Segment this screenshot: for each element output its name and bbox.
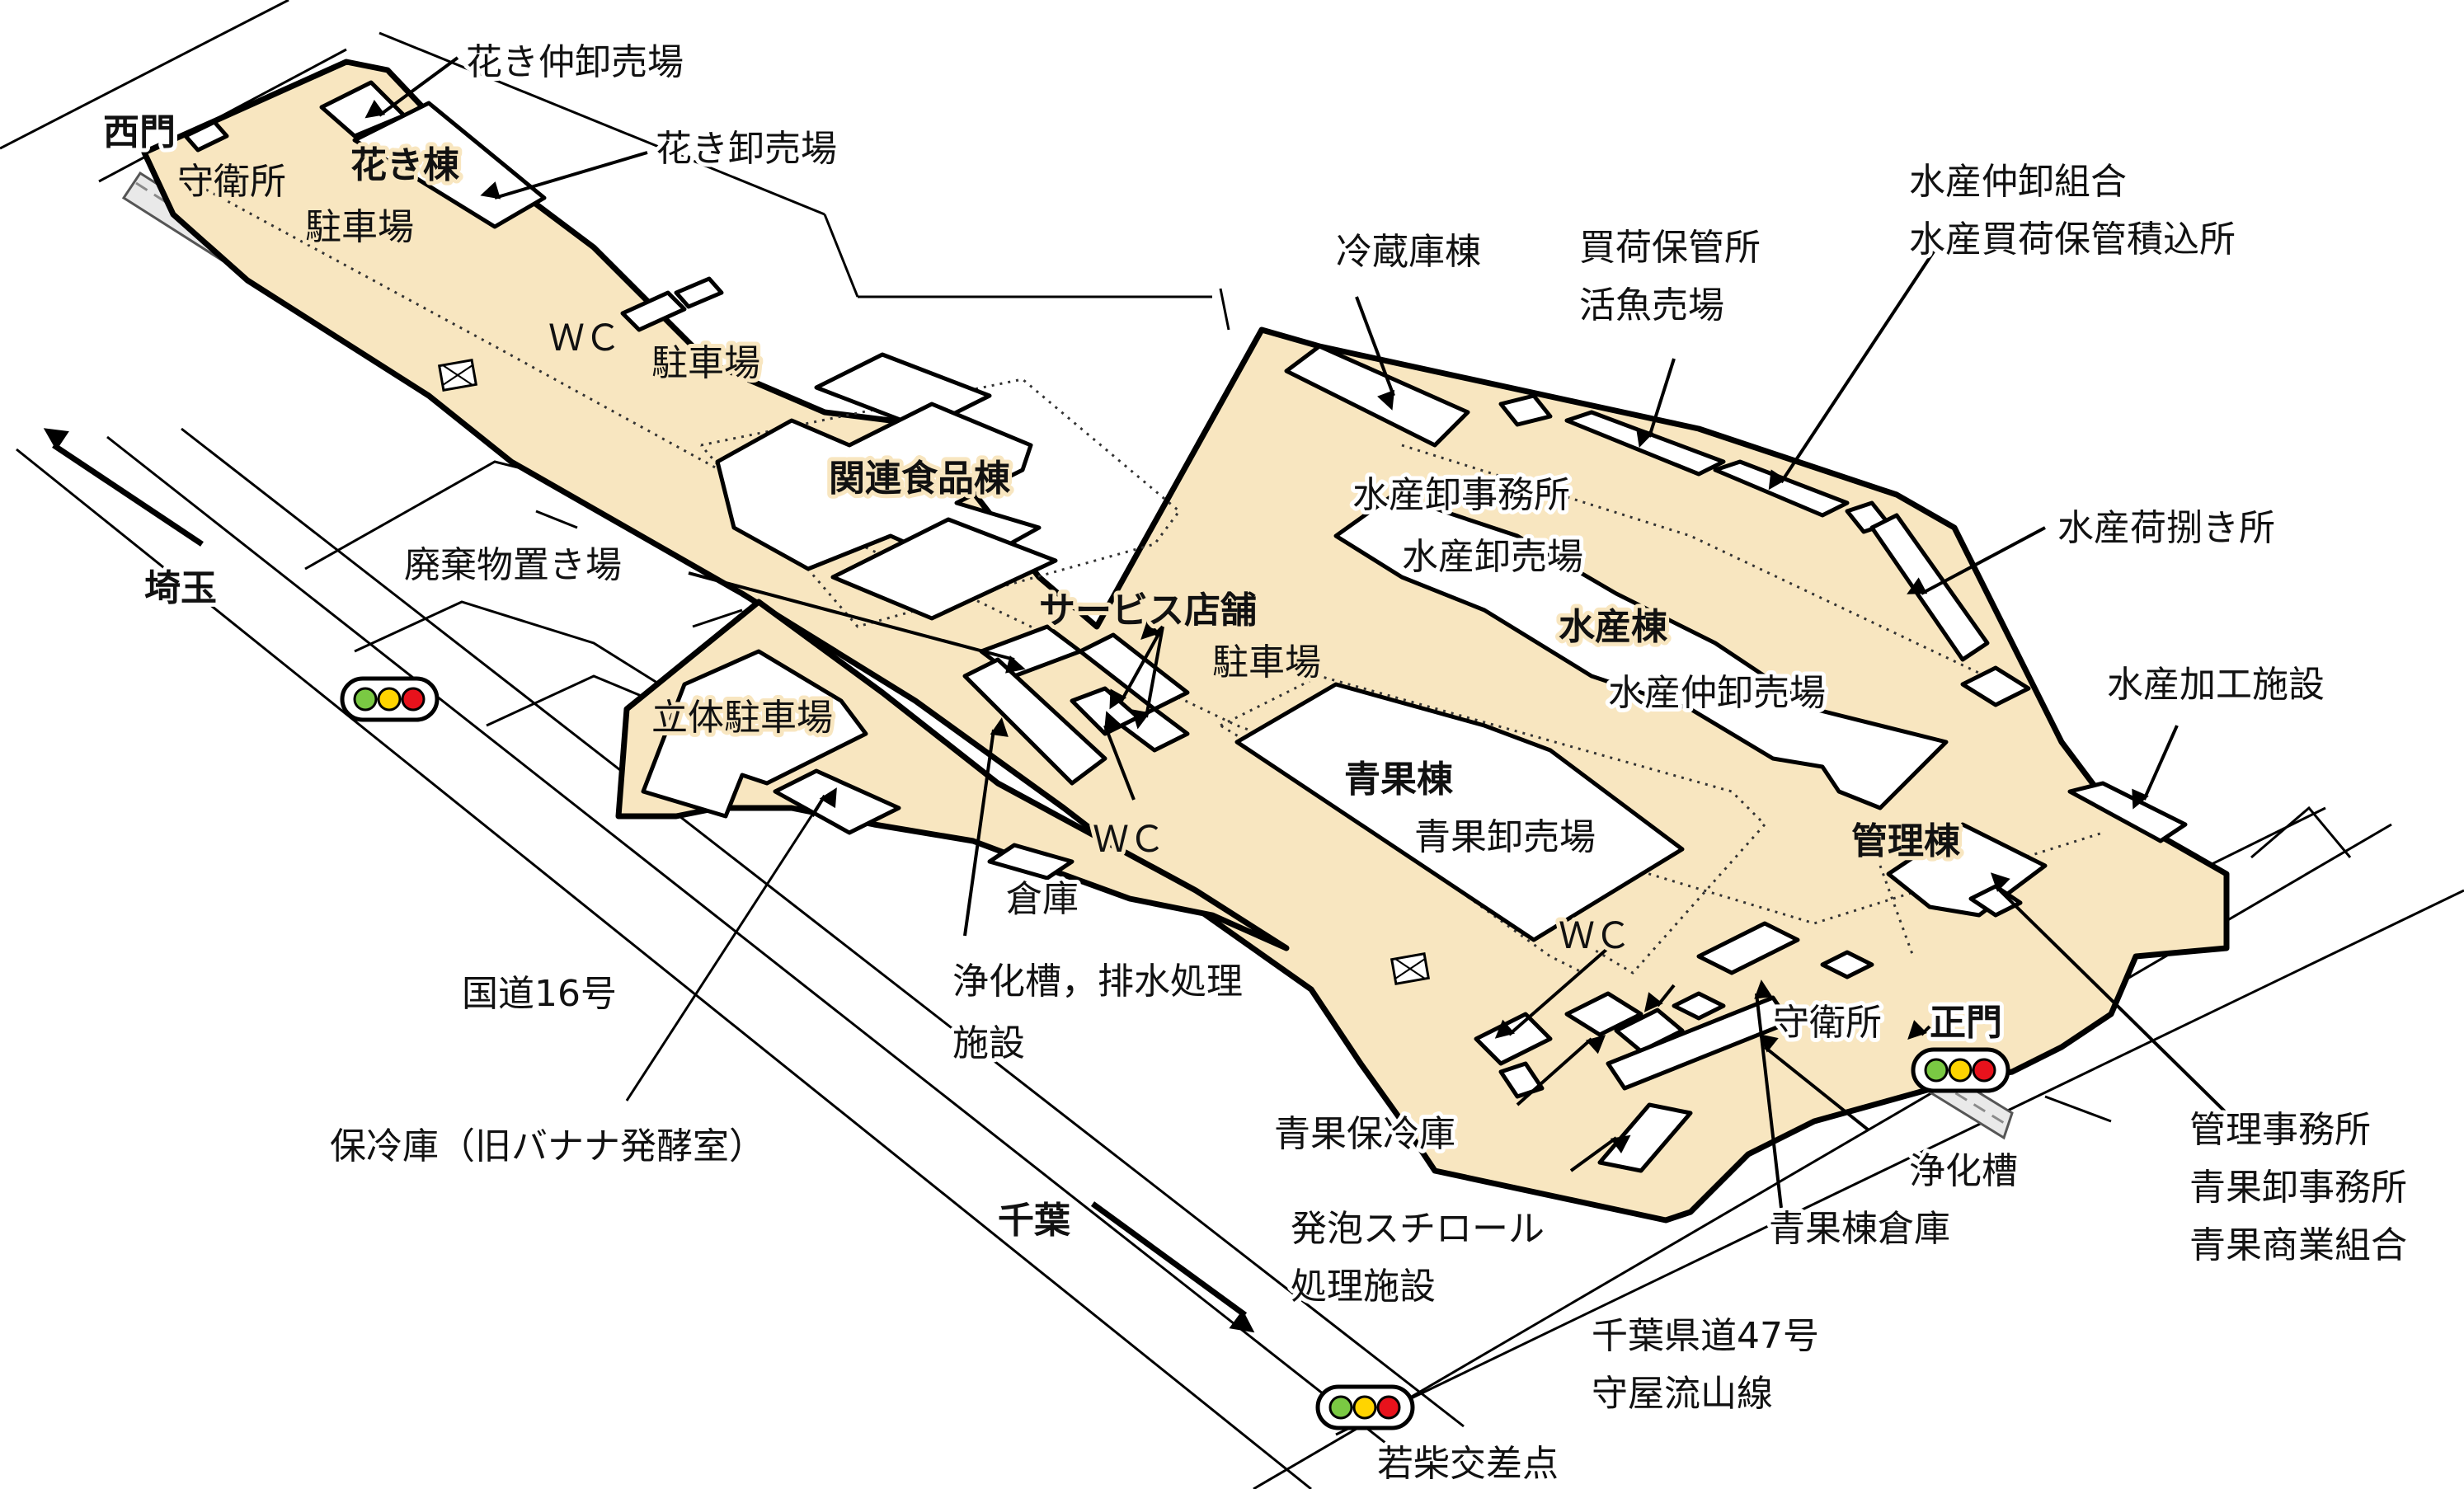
label-west-gate: 西門: [103, 111, 176, 153]
guard-house-west: [183, 120, 229, 153]
styrofoam-facility: [1597, 1102, 1693, 1173]
label-flower-wholesale: 花き卸売場: [656, 128, 837, 170]
label-produce-cold-storage: 青果保冷庫: [1274, 1113, 1455, 1155]
label-seafood-union-2: 水産買荷保管積込所: [1909, 218, 2236, 261]
label-seafood-sorting: 水産荷捌き所: [2057, 507, 2275, 549]
multistory-parking: [641, 649, 868, 819]
label-styrofoam-2: 処理施設: [1291, 1266, 1436, 1308]
traffic-signal-icon: [340, 676, 440, 722]
label-seafood-wholesale: 水産卸売場: [1402, 536, 1583, 578]
label-seafood-processing: 水産加工施設: [2107, 664, 2325, 706]
label-parking-2: 駐車場: [651, 342, 760, 384]
warehouse-west: [987, 843, 1074, 881]
label-buyer-storage-2: 活魚売場: [1579, 284, 1724, 326]
cold-storage-old: [773, 768, 901, 835]
label-multistory-parking: 立体駐車場: [651, 697, 833, 739]
label-buyer-storage-1: 買荷保管所: [1579, 227, 1761, 269]
label-purification-2: 施設: [952, 1022, 1025, 1064]
label-seafood-office: 水産卸事務所: [1352, 474, 1570, 516]
label-wc-3: ＷＣ: [1559, 915, 1631, 957]
label-chiba: 千葉: [998, 1200, 1071, 1242]
seafood-processing-a: [1960, 665, 2031, 707]
label-wakashiba-intersection: 若柴交差点: [1377, 1443, 1559, 1485]
direction-arrow-icon: [43, 428, 204, 547]
label-prefectural-road-1: 千葉県道47号: [1592, 1315, 1819, 1357]
label-wc-2: ＷＣ: [1093, 819, 1165, 861]
produce-warehouse: [1606, 995, 1792, 1091]
wc-south: [1696, 921, 1800, 975]
label-seafood-union-1: 水産仲卸組合: [1909, 161, 2127, 203]
label-styrofoam-1: 発泡スチロール: [1291, 1208, 1545, 1250]
label-warehouse: 倉庫: [1006, 878, 1079, 920]
traffic-signal-icon: [1911, 1047, 2010, 1093]
label-prefectural-road-2: 守屋流山線: [1592, 1373, 1773, 1415]
direction-arrow-icon: [1090, 1201, 1255, 1333]
admin-office: [1968, 884, 2023, 918]
label-guard-house-east: 守衛所: [1773, 1002, 1882, 1044]
label-produce-building: 青果棟: [1344, 759, 1454, 801]
seafood-processing-b: [2067, 781, 2188, 843]
related-food-building-c: [830, 517, 1058, 621]
label-admin-building: 管理棟: [1851, 820, 1961, 862]
label-seafood-intermediate: 水産仲卸売場: [1608, 672, 1826, 714]
service-shop-a: [1078, 632, 1190, 712]
label-produce-wholesale: 青果卸売場: [1414, 816, 1596, 858]
label-saitama: 埼玉: [144, 567, 217, 609]
label-purification-tank: 浄化槽: [1909, 1150, 2018, 1192]
label-old-banana-room: 保冷庫（旧バナナ発酵室）: [330, 1125, 765, 1167]
label-purification-1: 浄化槽，排水処理: [952, 961, 1243, 1003]
label-produce-office: 青果卸事務所: [2189, 1167, 2407, 1209]
label-produce-union: 青果商業組合: [2189, 1224, 2407, 1266]
produce-building: [1234, 682, 1685, 942]
buildings: [183, 80, 2188, 1173]
label-service-shops: サービス店舗: [1039, 589, 1257, 632]
wc-west: [620, 290, 687, 332]
purification-plant-building: [962, 657, 1107, 786]
label-flower-building: 花き棟: [350, 144, 460, 186]
labels: 西門 守衛所 花き仲卸売場 花き卸売場 花き棟 駐車場 ＷＣ 駐車場 関連食品棟…: [99, 37, 2411, 1489]
label-refrigerated-warehouse: 冷蔵庫棟: [1336, 231, 1481, 273]
label-flower-intermediate: 花き仲卸売場: [466, 41, 684, 83]
label-produce-warehouse: 青果棟倉庫: [1769, 1208, 1950, 1250]
label-related-food-building: 関連食品棟: [829, 458, 1011, 500]
label-route-16: 国道16号: [462, 973, 617, 1015]
leader-lines: [364, 56, 2228, 1209]
label-main-gate: 正門: [1930, 1002, 2002, 1044]
crossed-box-icon: [1390, 952, 1431, 985]
seafood-building: [1333, 492, 1949, 810]
label-parking-1: 駐車場: [305, 206, 414, 248]
label-seafood-building: 水産棟: [1559, 606, 1668, 648]
label-admin-office: 管理事務所: [2189, 1109, 2371, 1151]
traffic-signal-icon: [1315, 1384, 1415, 1430]
label-parking-3: 駐車場: [1212, 641, 1321, 683]
label-wc-1: ＷＣ: [548, 317, 621, 359]
label-waste-storage: 廃棄物置き場: [404, 544, 622, 586]
label-guard-house-west: 守衛所: [177, 161, 286, 203]
crossed-box-icon: [437, 359, 478, 392]
refrigerated-warehouse: [1284, 344, 1470, 448]
